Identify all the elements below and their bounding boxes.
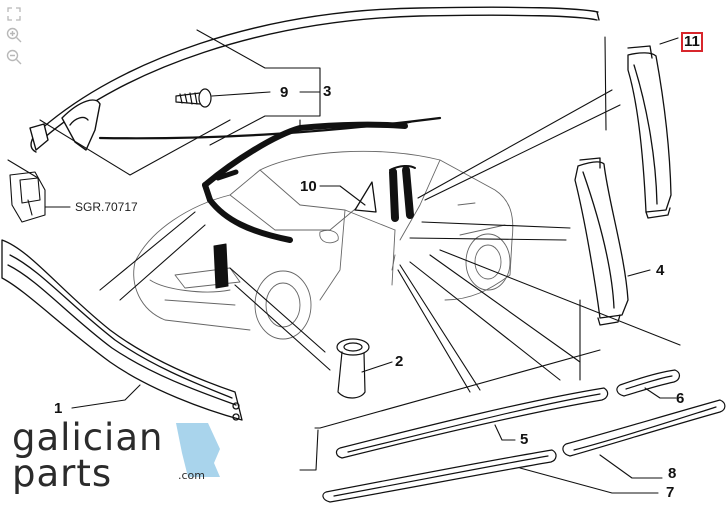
triangle-cover-part bbox=[354, 181, 377, 213]
pillar-trim-part bbox=[389, 164, 416, 222]
zoom-out-icon[interactable] bbox=[4, 47, 24, 67]
fit-screen-icon[interactable] bbox=[4, 4, 24, 24]
callout-4[interactable]: 4 bbox=[656, 262, 665, 279]
logo-word-galician: galician bbox=[12, 416, 164, 459]
reference-label: SGR.70717 bbox=[75, 200, 138, 214]
callout-10[interactable]: 10 bbox=[300, 178, 317, 195]
grommet-part bbox=[336, 338, 370, 399]
roof-rail-part bbox=[29, 6, 600, 153]
bumper-beam-part bbox=[1, 239, 243, 421]
arch-clip-part bbox=[213, 243, 229, 289]
logo-accent-shape bbox=[176, 423, 220, 477]
screw-part bbox=[175, 88, 212, 108]
logo-suffix: .com bbox=[178, 469, 205, 482]
callout-1[interactable]: 1 bbox=[54, 400, 63, 417]
side-molding-6 bbox=[616, 369, 680, 397]
pillar-panel-11 bbox=[627, 45, 672, 219]
callout-9[interactable]: 9 bbox=[280, 84, 289, 101]
bracket-part bbox=[9, 171, 46, 223]
pillar-panel-4 bbox=[574, 157, 629, 326]
car-outline bbox=[133, 150, 514, 340]
callout-2[interactable]: 2 bbox=[395, 353, 404, 370]
logo-word-parts: parts bbox=[12, 452, 113, 495]
leader-lines bbox=[7, 29, 681, 494]
callout-7[interactable]: 7 bbox=[666, 484, 675, 501]
callout-3[interactable]: 3 bbox=[323, 83, 332, 100]
callout-11[interactable]: 11 bbox=[681, 32, 703, 52]
callout-8[interactable]: 8 bbox=[668, 465, 677, 482]
galicianparts-logo: galician parts .com bbox=[10, 419, 230, 497]
side-molding-7 bbox=[322, 449, 557, 503]
callout-6[interactable]: 6 bbox=[676, 390, 685, 407]
side-molding-5 bbox=[335, 387, 609, 459]
callout-5[interactable]: 5 bbox=[520, 431, 529, 448]
side-molding-8 bbox=[562, 399, 726, 457]
zoom-in-icon[interactable] bbox=[4, 25, 24, 45]
windshield-trim-part bbox=[98, 116, 442, 140]
